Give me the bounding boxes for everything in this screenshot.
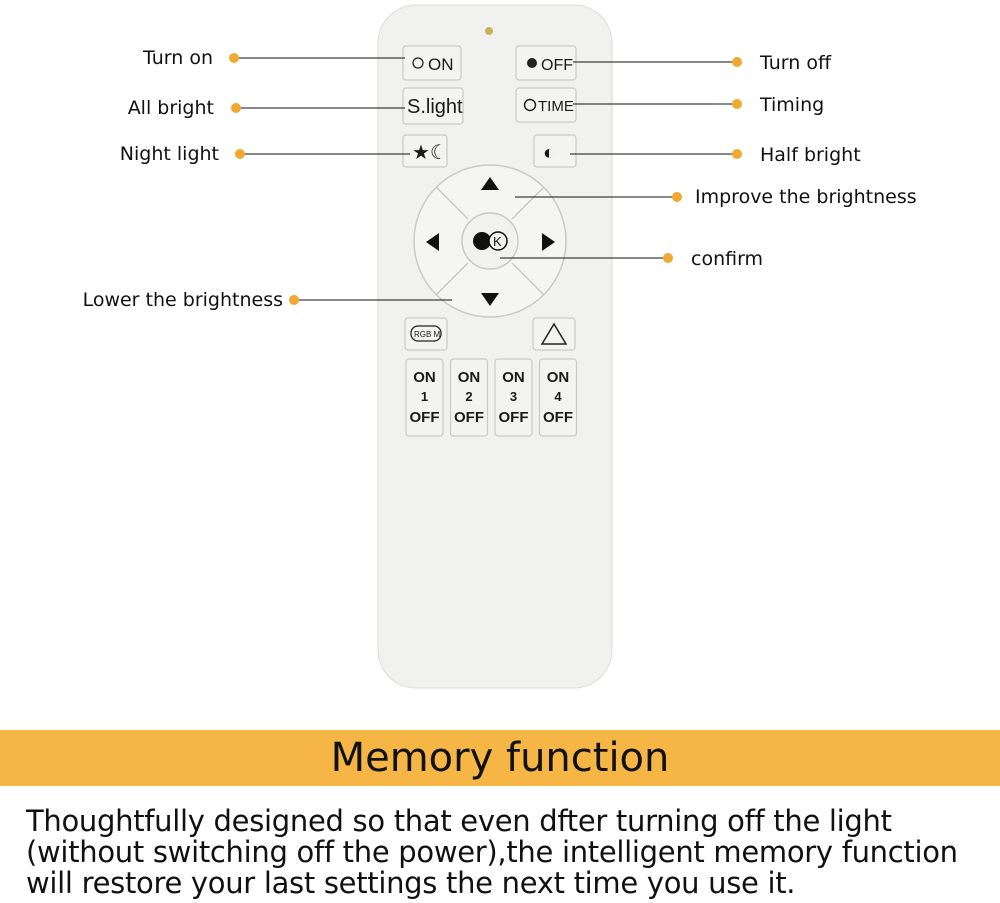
half-sun-icon: ◐ (543, 142, 555, 164)
indicator-led (485, 27, 493, 35)
svg-text:TIME: TIME (538, 98, 574, 115)
night-light-button[interactable]: ★☾ (402, 134, 448, 168)
description: Thoughtfully designed so that even dfter… (26, 804, 958, 900)
zone-on-label: ON (547, 369, 570, 386)
zone-off-label: OFF (410, 409, 440, 426)
slight-button[interactable]: S.light (402, 87, 464, 125)
svg-text:K: K (493, 234, 502, 249)
off-button[interactable]: OFF (515, 45, 577, 81)
label-confirm: confirm (691, 248, 763, 270)
zone-off-label: OFF (543, 409, 573, 426)
label-turn-on: Turn on (142, 47, 213, 69)
banner-title: Memory function (330, 735, 670, 781)
svg-text:RGB M: RGB M (414, 330, 441, 339)
on-button[interactable]: ON (402, 45, 462, 81)
zone-number: 3 (510, 389, 517, 404)
label-turn-off: Turn off (759, 52, 832, 74)
clock-icon (523, 98, 537, 112)
svg-text:ON: ON (428, 55, 454, 74)
direction-pad: K (413, 164, 567, 318)
time-button[interactable]: TIME (515, 87, 577, 123)
recycle-icon (540, 322, 568, 345)
label-lower-brightness: Lower the brightness (83, 289, 283, 311)
zone-number: 2 (465, 389, 472, 404)
confirm-button[interactable]: K (461, 212, 519, 270)
rgb-mode-button[interactable]: RGB M (404, 317, 448, 351)
remote-diagram: ON OFF S.light TIME ★☾ ◐ K (83, 4, 917, 689)
zone-on-label: ON (502, 369, 525, 386)
label-improve-brightness: Improve the brightness (695, 186, 917, 208)
right-arrow-icon[interactable] (542, 233, 555, 251)
memory-banner: Memory function (0, 730, 1000, 786)
left-arrow-icon[interactable] (426, 233, 439, 251)
callout-dots (229, 53, 742, 305)
zone-off-label: OFF (454, 409, 484, 426)
remote-body (377, 4, 613, 689)
zone-off-label: OFF (499, 409, 529, 426)
zone-number: 4 (554, 389, 562, 404)
label-timing: Timing (759, 94, 824, 116)
label-half-bright: Half bright (760, 144, 861, 166)
zone-on-label: ON (458, 369, 481, 386)
down-arrow-icon[interactable] (481, 293, 499, 306)
label-night-light: Night light (120, 143, 219, 165)
zone-on-label: ON (413, 369, 436, 386)
sun-icon (412, 57, 424, 69)
svg-text:S.light: S.light (407, 96, 463, 118)
moon-star-icon: ★☾ (412, 142, 448, 164)
label-all-bright: All bright (128, 97, 214, 119)
half-bright-button[interactable]: ◐ (533, 134, 577, 168)
zone-number: 1 (421, 389, 428, 404)
sun-filled-icon (527, 58, 537, 68)
up-arrow-icon[interactable] (481, 177, 499, 190)
svg-text:OFF: OFF (541, 57, 573, 74)
cycle-button[interactable] (532, 317, 576, 351)
callouts (234, 57, 737, 301)
